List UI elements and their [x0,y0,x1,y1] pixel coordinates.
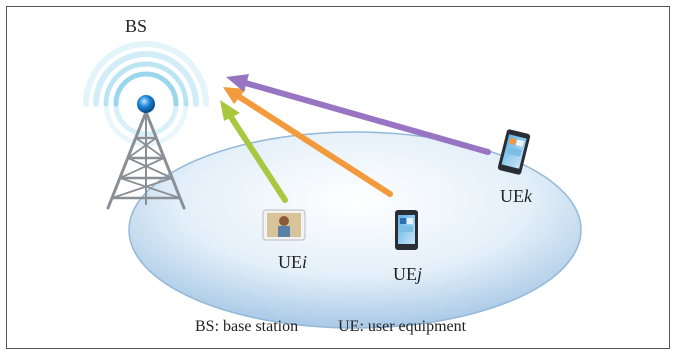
bs-legend-text: BS: base station [195,318,299,335]
bs-label: BS [125,16,148,36]
smartphone-icon [395,210,418,250]
cell-tower-icon [106,110,186,210]
ue-i-label-index: i [302,252,308,272]
ue-j-label: UEj [393,264,422,285]
ue-j-label-prefix: UE [393,264,417,284]
smartphone-icon [497,129,531,175]
ue-j-label-index: j [417,264,423,284]
ue-i-label-prefix: UE [278,252,302,272]
ue-k-label-prefix: UE [500,186,524,206]
antenna-ball-icon [137,95,155,113]
arrow-ue-j [223,87,393,197]
ue-k-label-index: k [524,186,532,206]
ue-legend-text: UE: user equipment [338,318,467,335]
arrow-ue-i [220,100,288,203]
legend-caption: BS: base station UE: user equipment [195,318,466,336]
tablet-landscape-icon [262,209,306,241]
ue-i-label: UEi [278,252,307,273]
arrow-ue-k [226,74,491,155]
ue-k-label: UEk [500,186,532,207]
coverage-area [128,131,582,329]
